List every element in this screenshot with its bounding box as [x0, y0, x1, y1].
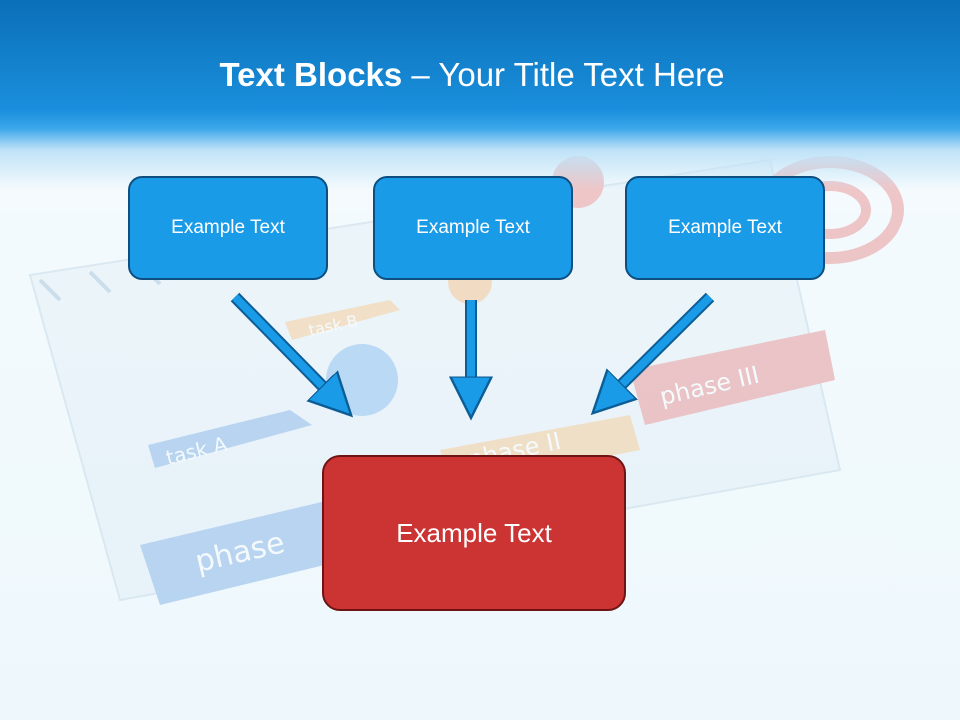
phase-1-tag: [140, 500, 345, 605]
text-block-top-center[interactable]: Example Text: [373, 176, 573, 280]
title-dash: –: [402, 56, 439, 93]
task-a-tag: [148, 410, 312, 468]
task-b-tag: [285, 300, 400, 340]
title-bold: Text Blocks: [219, 56, 403, 93]
text-block-top-center-label: Example Text: [416, 217, 530, 238]
text-block-top-right[interactable]: Example Text: [625, 176, 825, 280]
text-block-top-left[interactable]: Example Text: [128, 176, 328, 280]
text-block-top-right-label: Example Text: [668, 217, 782, 238]
slide-title: Text Blocks – Your Title Text Here: [0, 52, 944, 98]
phase-3-tag: [630, 330, 835, 425]
text-block-bottom-label: Example Text: [396, 517, 552, 548]
title-rest: Your Title Text Here: [438, 56, 725, 93]
text-block-top-left-label: Example Text: [171, 217, 285, 238]
arrow-right: [604, 294, 713, 402]
title-bar: [0, 0, 960, 190]
text-block-bottom[interactable]: Example Text: [322, 455, 626, 611]
arrow-left: [232, 294, 340, 404]
